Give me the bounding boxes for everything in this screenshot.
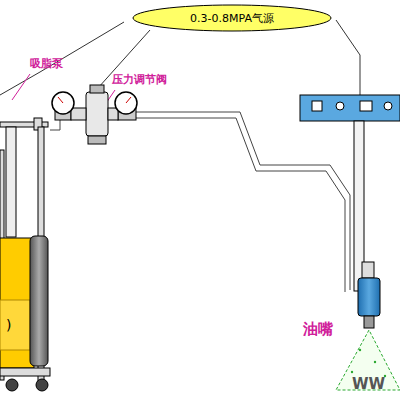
valve-label: 压力调节阀 — [112, 74, 167, 86]
nozzle-label: 油嘴 — [303, 321, 333, 338]
barrel-mark: ) — [6, 318, 11, 333]
node-text: 0.3-0.8MPA气源 — [190, 11, 274, 26]
pump-label: 吸脂泵 — [30, 58, 63, 70]
watermark: WW — [352, 376, 385, 393]
air-source-ellipse: 0.3-0.8MPA气源 — [132, 4, 332, 32]
